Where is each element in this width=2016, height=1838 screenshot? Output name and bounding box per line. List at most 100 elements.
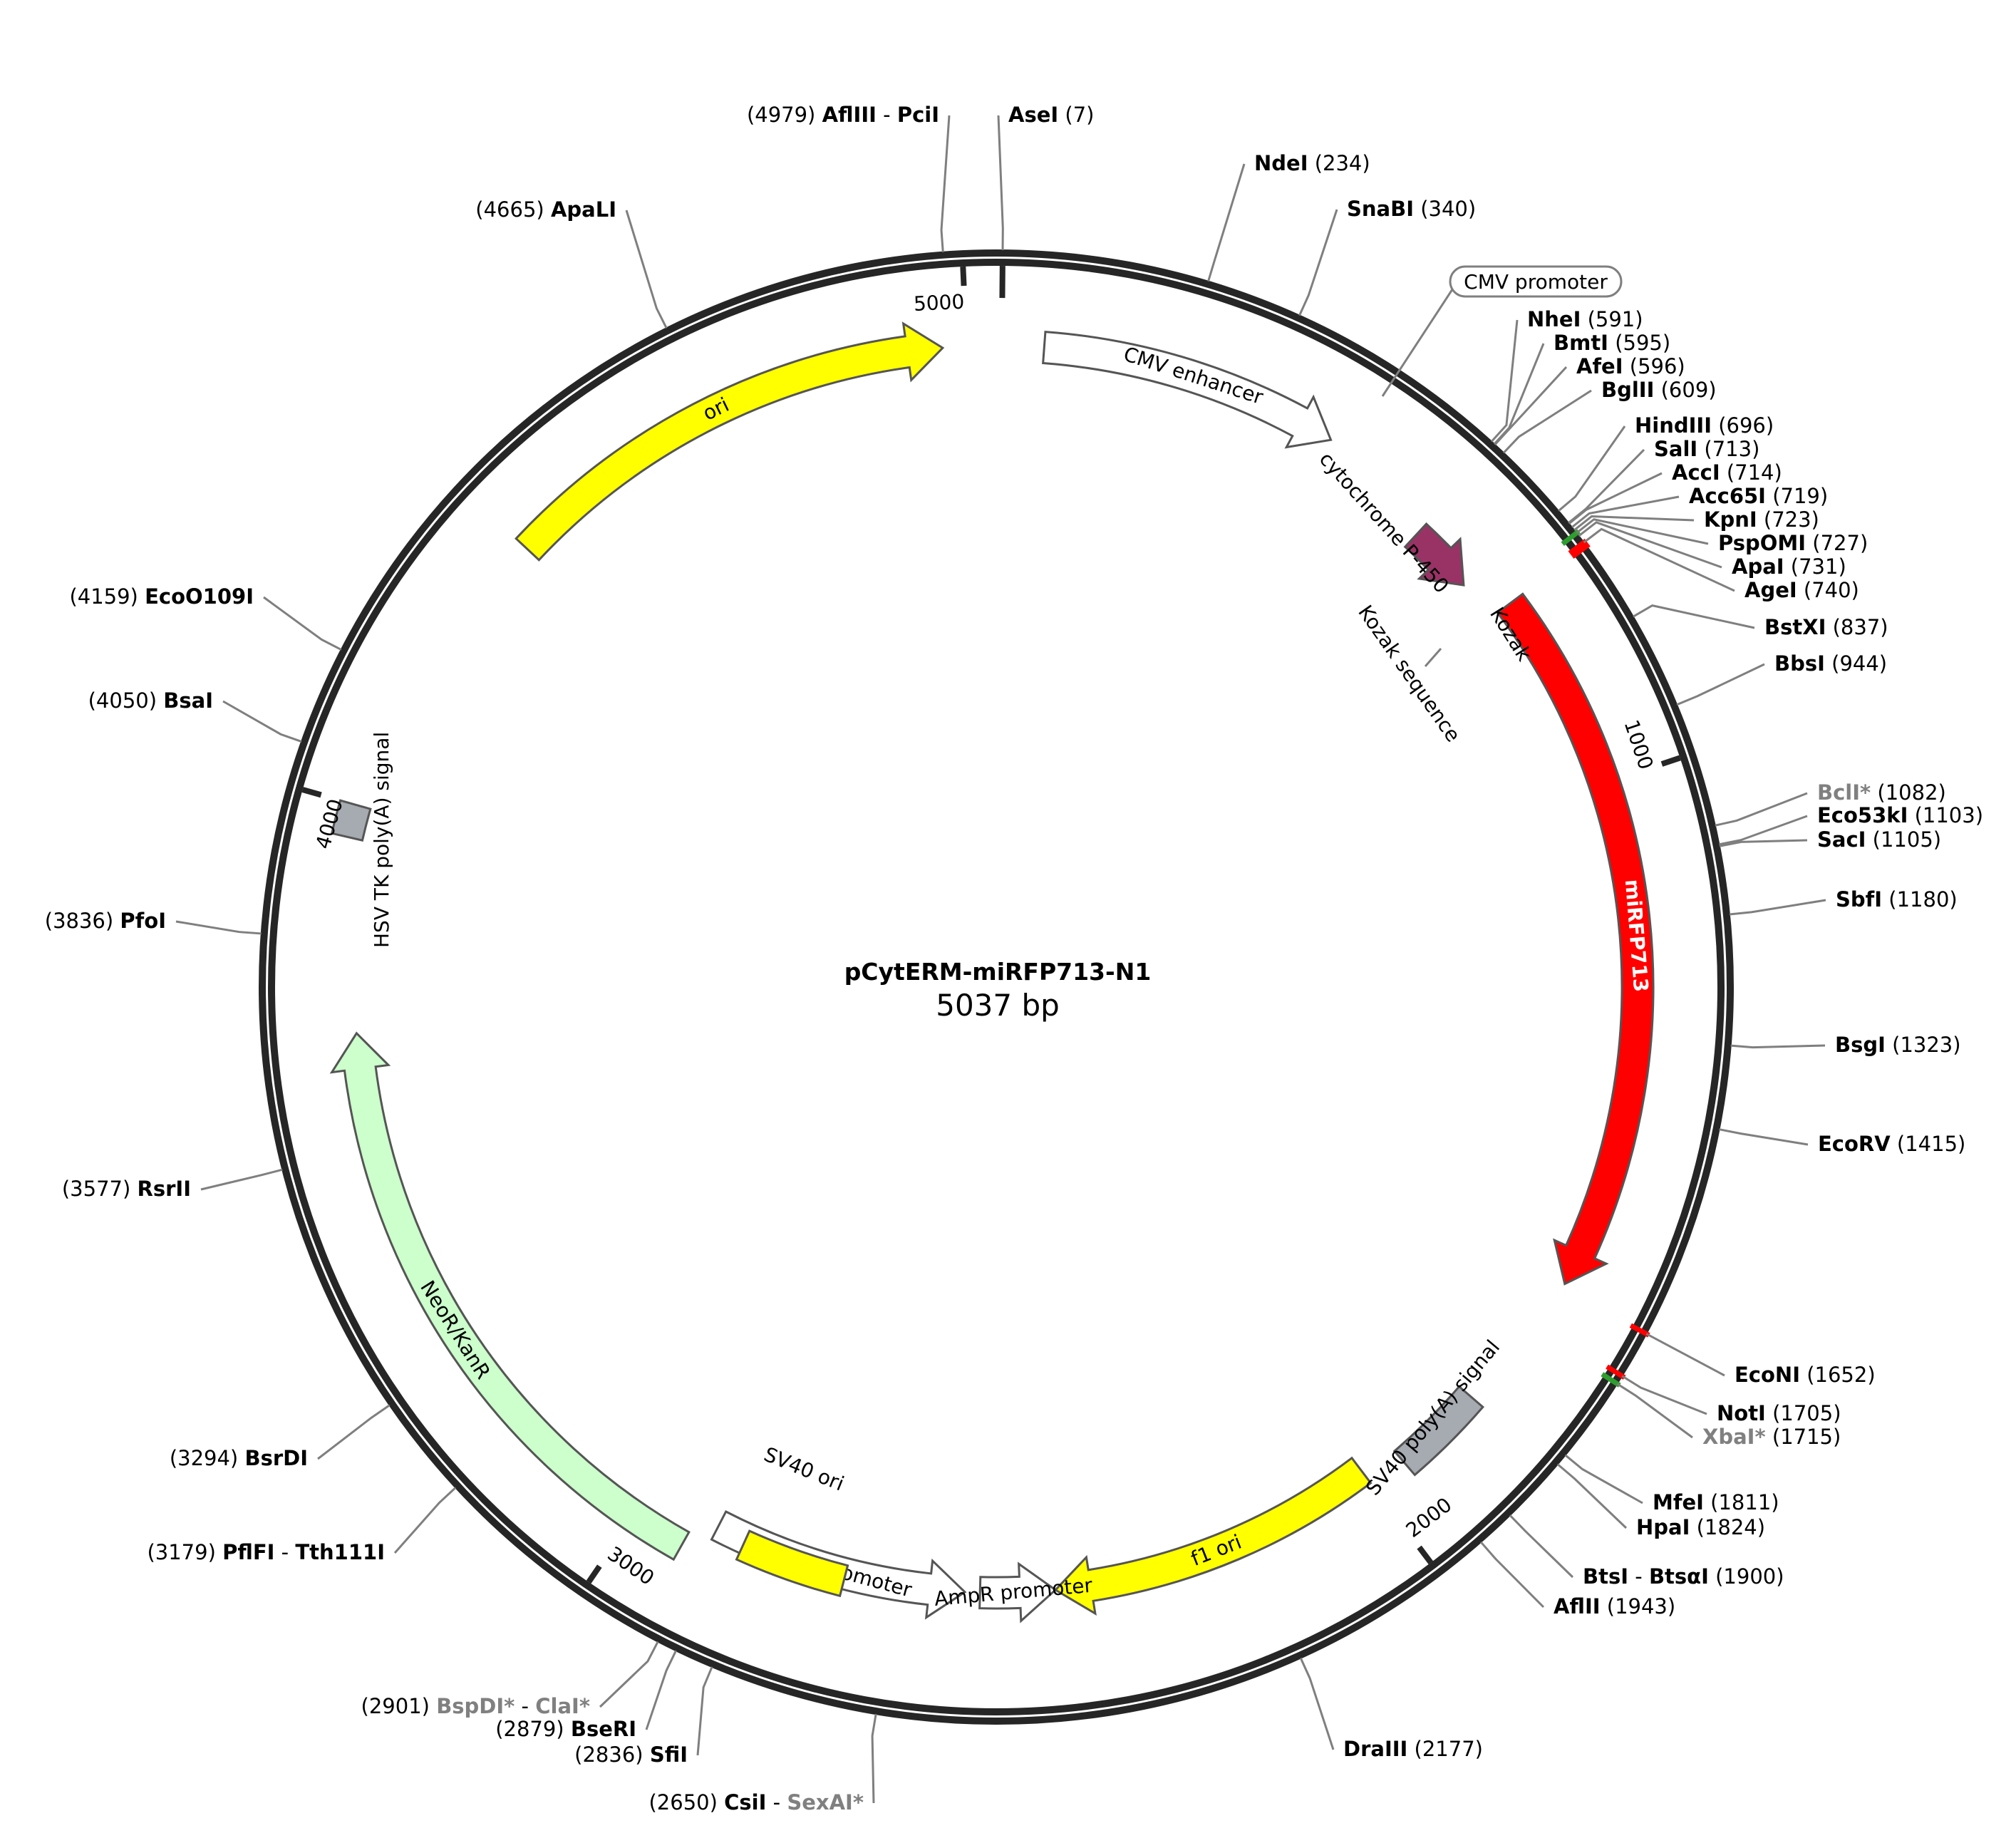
site-label-bmti: BmtI (595)	[1554, 331, 1670, 355]
site-leader-acc65i	[1571, 495, 1680, 528]
site-label-draiii: DraIII (2177)	[1343, 1737, 1483, 1761]
site-label-csii-sexai-: (2650) CsiI - SexAI*	[648, 1790, 864, 1814]
tick-label-2000: 2000	[1402, 1493, 1457, 1542]
site-leader-acci	[1568, 472, 1663, 525]
site-label-noti: NotI (1705)	[1717, 1401, 1841, 1425]
feature-sv40-poly-a-signal	[1392, 1385, 1485, 1477]
label-cytochrome: cytochrome P-450	[1315, 448, 1454, 598]
tick-mark-1000	[1660, 755, 1681, 767]
site-leader-ecoo109i	[263, 596, 342, 651]
site-label-ndei: NdeI (234)	[1254, 151, 1370, 175]
site-leader-bsrdi	[317, 1404, 391, 1460]
site-leader-snabi	[1298, 209, 1338, 316]
backbone-ring	[259, 249, 1734, 1725]
site-label-apai: ApaI (731)	[1732, 554, 1846, 579]
site-label-snabi: SnaBI (340)	[1347, 197, 1476, 221]
site-leader-bcli-	[1715, 792, 1808, 827]
site-leader-lines	[175, 115, 1826, 1804]
site-label-pfoi: (3836) PfoI	[45, 909, 166, 933]
backbone-circle-0	[259, 249, 1734, 1725]
site-label-hpai: HpaI (1824)	[1636, 1515, 1765, 1539]
site-leader-aflii	[1480, 1541, 1545, 1609]
site-label-saci: SacI (1105)	[1817, 827, 1941, 852]
site-label-bglii: BglII (609)	[1601, 378, 1717, 402]
site-leader-bglii	[1503, 389, 1592, 454]
site-leader-saci	[1719, 839, 1808, 847]
cmv-promoter-box	[1449, 265, 1623, 298]
feature-extras: cytochrome P-450 Kozak Kozak sequence SV…	[370, 265, 1623, 1611]
site-leader-ndei	[1207, 163, 1246, 282]
backbone-mark-2	[1568, 538, 1588, 555]
site-leader-afei	[1494, 366, 1568, 445]
feature-cytochrome-p-450	[1403, 522, 1465, 587]
site-label-aflii: AflII (1943)	[1554, 1594, 1675, 1618]
site-label-bseri: (2879) BseRI	[495, 1717, 636, 1741]
tick-label-3000: 3000	[604, 1542, 658, 1590]
feature-cmv-enhancer	[1042, 330, 1333, 449]
site-label-btsi-bts-i: BtsI - BtsαI (1900)	[1583, 1564, 1784, 1589]
backbone-mark-0	[1571, 542, 1591, 559]
tick-mark-2000	[1417, 1545, 1434, 1565]
plasmid-name: pCytERM-miRFP713-N1	[844, 958, 1152, 986]
site-label-bcli-: BclI* (1082)	[1817, 780, 1946, 805]
site-leader-agei	[1583, 527, 1735, 592]
site-leader-pflfi-tth111i	[393, 1487, 457, 1554]
site-leader-pspomi	[1576, 518, 1709, 545]
site-leader-mfei	[1564, 1454, 1643, 1504]
site-leader-hpai	[1556, 1463, 1628, 1529]
site-leader-hindiii	[1558, 425, 1626, 512]
site-labels: AseI (7)NdeI (234)SnaBI (340)NheI (591)B…	[45, 103, 1983, 1814]
label-sv40-polya: SV40 poly(A) signal	[1361, 1336, 1504, 1500]
label-hsv-tk-polya: HSV TK poly(A) signal	[370, 732, 393, 948]
site-label-bspdi-clai-: (2901) BspDI* - ClaI*	[361, 1694, 590, 1718]
backbone-mark-5	[1601, 1372, 1621, 1388]
site-label-ecorv: EcoRV (1415)	[1818, 1132, 1965, 1156]
label-kozak-sequence: Kozak sequence	[1353, 601, 1465, 746]
site-label-rsrii: (3577) RsrII	[62, 1177, 191, 1201]
site-leader-bsai	[222, 700, 302, 743]
site-label-sbfi: SbfI (1180)	[1836, 887, 1958, 912]
feature-sv40-ori	[735, 1529, 849, 1598]
site-leader-draiii	[1299, 1657, 1335, 1750]
site-label-bsgi: BsgI (1323)	[1835, 1033, 1961, 1057]
site-leader-csii-sexai-	[871, 1713, 877, 1804]
site-leader-pfoi	[175, 920, 262, 935]
site-leader-apali	[625, 210, 668, 329]
site-label-eco53ki: Eco53kI (1103)	[1817, 803, 1983, 827]
feature-hsv-tk-poly-a-signal	[330, 799, 372, 842]
backbone-mark-4	[1606, 1364, 1626, 1380]
site-leader-kpni	[1573, 515, 1695, 531]
site-label-ecoo109i: (4159) EcoO109I	[69, 584, 254, 609]
site-leader-bseri	[645, 1650, 677, 1730]
site-label-sfii: (2836) SfiI	[574, 1743, 688, 1767]
site-leader-xbai-	[1616, 1383, 1693, 1439]
site-label-bbsi: BbsI (944)	[1774, 651, 1887, 676]
site-label-xbai-: XbaI* (1715)	[1702, 1425, 1841, 1449]
site-leader-ecorv	[1719, 1128, 1809, 1146]
site-leader-bsgi	[1730, 1044, 1826, 1049]
site-leader-sfii	[696, 1666, 713, 1756]
cmv-promoter-leader	[1381, 284, 1457, 397]
site-leader-noti	[1621, 1375, 1707, 1415]
tick-mark-4000	[301, 787, 322, 798]
tick-label-1000: 1000	[1620, 717, 1658, 773]
feature-f1-ori	[1053, 1456, 1373, 1616]
site-label-acc65i: Acc65I (719)	[1689, 484, 1828, 508]
site-leader-bbsi	[1676, 663, 1765, 706]
site-label-kpni: KpnI (723)	[1704, 507, 1819, 532]
feature-mirfp713	[1496, 592, 1655, 1286]
site-leader-apai	[1578, 521, 1722, 569]
plasmid-length: 5037 bp	[936, 988, 1060, 1023]
site-label-pspomi: PspOMI (727)	[1718, 531, 1868, 555]
site-leader-econi	[1645, 1333, 1725, 1377]
tick-mark-3000	[586, 1564, 602, 1584]
site-label-bsai: (4050) BsaI	[88, 688, 213, 713]
feature-neor-kanr	[329, 1031, 691, 1561]
feature-ampr-promoter	[978, 1561, 1058, 1623]
site-leader-sbfi	[1729, 899, 1826, 916]
site-label-afei: AfeI (596)	[1576, 354, 1685, 378]
site-label-pflfi-tth111i: (3179) PflFI - Tth111I	[147, 1540, 385, 1564]
backbone-mark-1	[1561, 529, 1581, 546]
